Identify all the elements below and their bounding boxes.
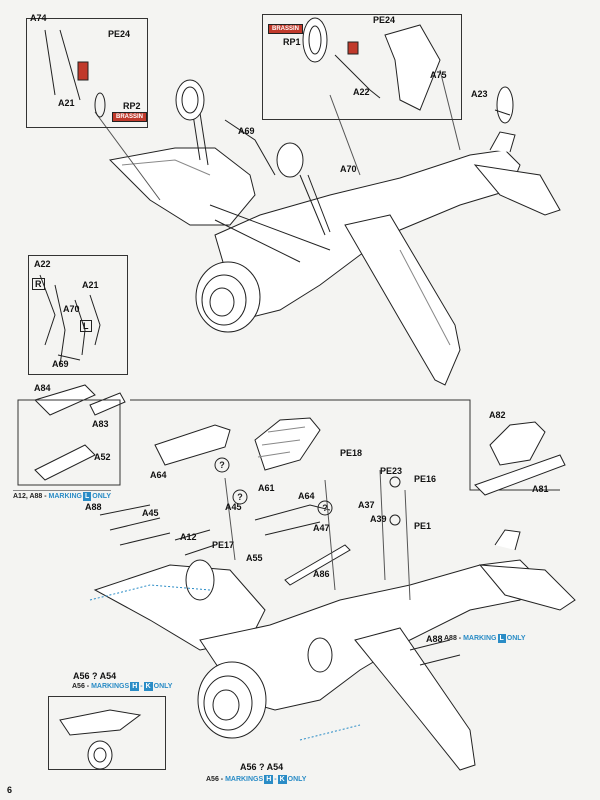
svg-text:?: ?: [322, 503, 328, 513]
marking-bar-dash: -: [140, 683, 143, 690]
label-a21-top: A21: [58, 98, 75, 108]
marking-code-badge: K: [277, 775, 287, 784]
page-number: 6: [7, 785, 13, 795]
label-a45b: A45: [142, 508, 159, 518]
label-a22-inset: A22: [34, 259, 51, 269]
marking-code-badge: L: [497, 634, 506, 643]
label-a61: A61: [258, 483, 275, 493]
label-l-mark: L: [80, 320, 92, 332]
marking-code-badge: H: [130, 682, 140, 691]
marking-code-badge: L: [83, 492, 92, 501]
detail-box-left-gear: [26, 18, 148, 128]
marking-bar-suffix: ONLY: [92, 493, 112, 500]
brassin-badge-left: BRASSIN: [112, 112, 148, 122]
brassin-badge-right: BRASSIN: [268, 24, 304, 34]
label-a45: A45: [225, 502, 242, 512]
label-a56-a54-bottom: A56 ? A54: [240, 762, 284, 772]
label-a88-right: A88: [426, 634, 443, 644]
label-a47: A47: [313, 523, 330, 533]
label-pe24-right: PE24: [373, 15, 396, 25]
marking-bar-dash: -: [274, 776, 277, 783]
marking-bar-prefix: A88 -: [444, 635, 464, 642]
marking-bar-prefix: A56 -: [72, 683, 92, 690]
marking-bar-prefix: A12, A88 -: [13, 493, 49, 500]
label-pe17: PE17: [212, 540, 235, 550]
label-a64-left: A64: [150, 470, 167, 480]
marking-bar-prefix: A56 -: [206, 776, 226, 783]
label-a74: A74: [30, 13, 47, 23]
label-a82: A82: [489, 410, 506, 420]
label-a88-top: A88: [85, 502, 102, 512]
label-pe24-left: PE24: [108, 29, 131, 39]
label-a39: A39: [370, 514, 387, 524]
label-r-mark: R: [32, 278, 45, 290]
marking-code-badge: H: [264, 775, 274, 784]
label-a70-inset: A70: [63, 304, 80, 314]
marking-code-badge: K: [143, 682, 153, 691]
marking-bar-word: MARKINGS: [225, 776, 264, 783]
marking-bar-word: MARKING: [48, 493, 82, 500]
detail-box-right-gear: [262, 14, 462, 120]
label-a23: A23: [471, 89, 488, 99]
label-rp2: RP2: [123, 101, 141, 111]
label-a52: A52: [94, 452, 111, 462]
label-pe1: PE1: [414, 521, 432, 531]
marking-bar-suffix: ONLY: [506, 635, 526, 642]
detail-box-drop-tank: [48, 696, 166, 770]
label-a70-top: A70: [340, 164, 357, 174]
label-a69-top: A69: [238, 126, 255, 136]
label-pe23: PE23: [380, 466, 403, 476]
marking-bar-suffix: ONLY: [287, 776, 307, 783]
svg-text:?: ?: [237, 492, 243, 502]
label-a86: A86: [313, 569, 330, 579]
label-a81: A81: [532, 484, 549, 494]
label-a83: A83: [92, 419, 109, 429]
label-a56-a54-mid: A56 ? A54: [73, 671, 117, 681]
marking-bar-word: MARKING: [463, 635, 497, 642]
marking-bar-word: MARKINGS: [91, 683, 130, 690]
label-a69-inset: A69: [52, 359, 69, 369]
label-a64-right: A64: [298, 491, 315, 501]
label-a55: A55: [246, 553, 263, 563]
label-a37: A37: [358, 500, 375, 510]
label-pe18: PE18: [340, 448, 363, 458]
marking-bar-suffix: ONLY: [153, 683, 173, 690]
label-rp1: RP1: [283, 37, 301, 47]
label-a75: A75: [430, 70, 447, 80]
label-pe16: PE16: [414, 474, 437, 484]
label-a12: A12: [180, 532, 197, 542]
label-a22-top: A22: [353, 87, 370, 97]
detail-box-inset-struts: [28, 255, 128, 375]
svg-text:?: ?: [219, 460, 225, 470]
label-a84: A84: [34, 383, 51, 393]
label-a21-inset: A21: [82, 280, 99, 290]
